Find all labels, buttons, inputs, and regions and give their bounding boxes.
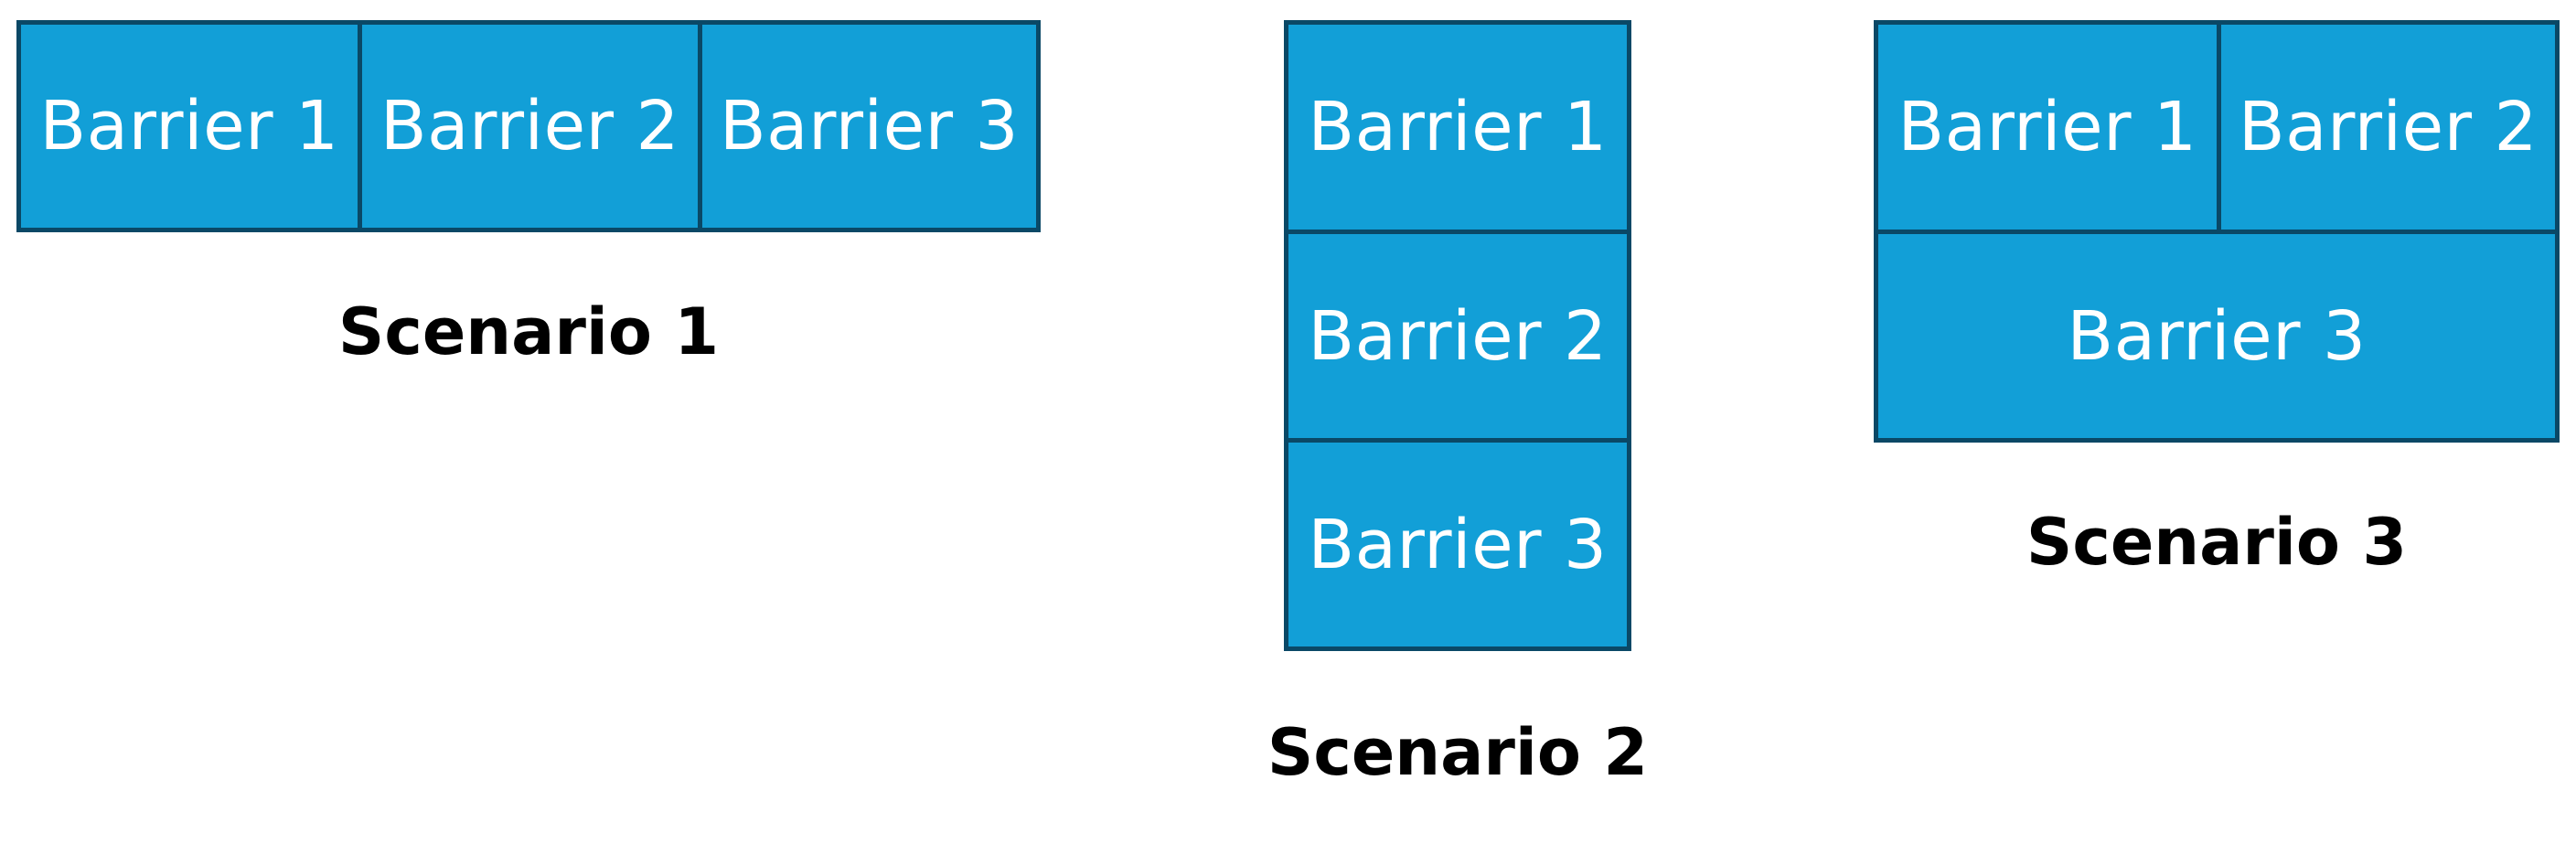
- scenario-1-barrier-3: Barrier 3: [698, 20, 1041, 232]
- scenario-2-barrier-2: Barrier 2: [1284, 230, 1631, 443]
- scenario-2-barrier-3: Barrier 3: [1284, 438, 1631, 651]
- scenario-3-barrier-3: Barrier 3: [1874, 230, 2560, 443]
- scenario-3-barrier-2: Barrier 2: [2217, 20, 2560, 234]
- scenario-3-barrier-1: Barrier 1: [1874, 20, 2221, 234]
- scenario-3-barrier-grid: Barrier 1 Barrier 2 Barrier 3: [1874, 20, 2560, 443]
- scenario-1-barrier-1: Barrier 1: [16, 20, 362, 232]
- scenario-1-caption: Scenario 1: [337, 294, 720, 369]
- scenario-2-caption: Scenario 2: [1267, 715, 1649, 790]
- scenario-2-barrier-stack: Barrier 1 Barrier 2 Barrier 3: [1284, 20, 1631, 651]
- scenario-1-barrier-2: Barrier 2: [358, 20, 702, 232]
- scenario-1: Barrier 1 Barrier 2 Barrier 3 Scenario 1: [16, 20, 1041, 386]
- scenario-2-barrier-1: Barrier 1: [1284, 20, 1631, 234]
- scenario-2: Barrier 1 Barrier 2 Barrier 3 Scenario 2: [1267, 20, 1648, 825]
- scenario-1-barrier-row: Barrier 1 Barrier 2 Barrier 3: [16, 20, 1041, 232]
- scenario-3-caption: Scenario 3: [2026, 505, 2408, 580]
- scenario-3: Barrier 1 Barrier 2 Barrier 3 Scenario 3: [1874, 20, 2560, 587]
